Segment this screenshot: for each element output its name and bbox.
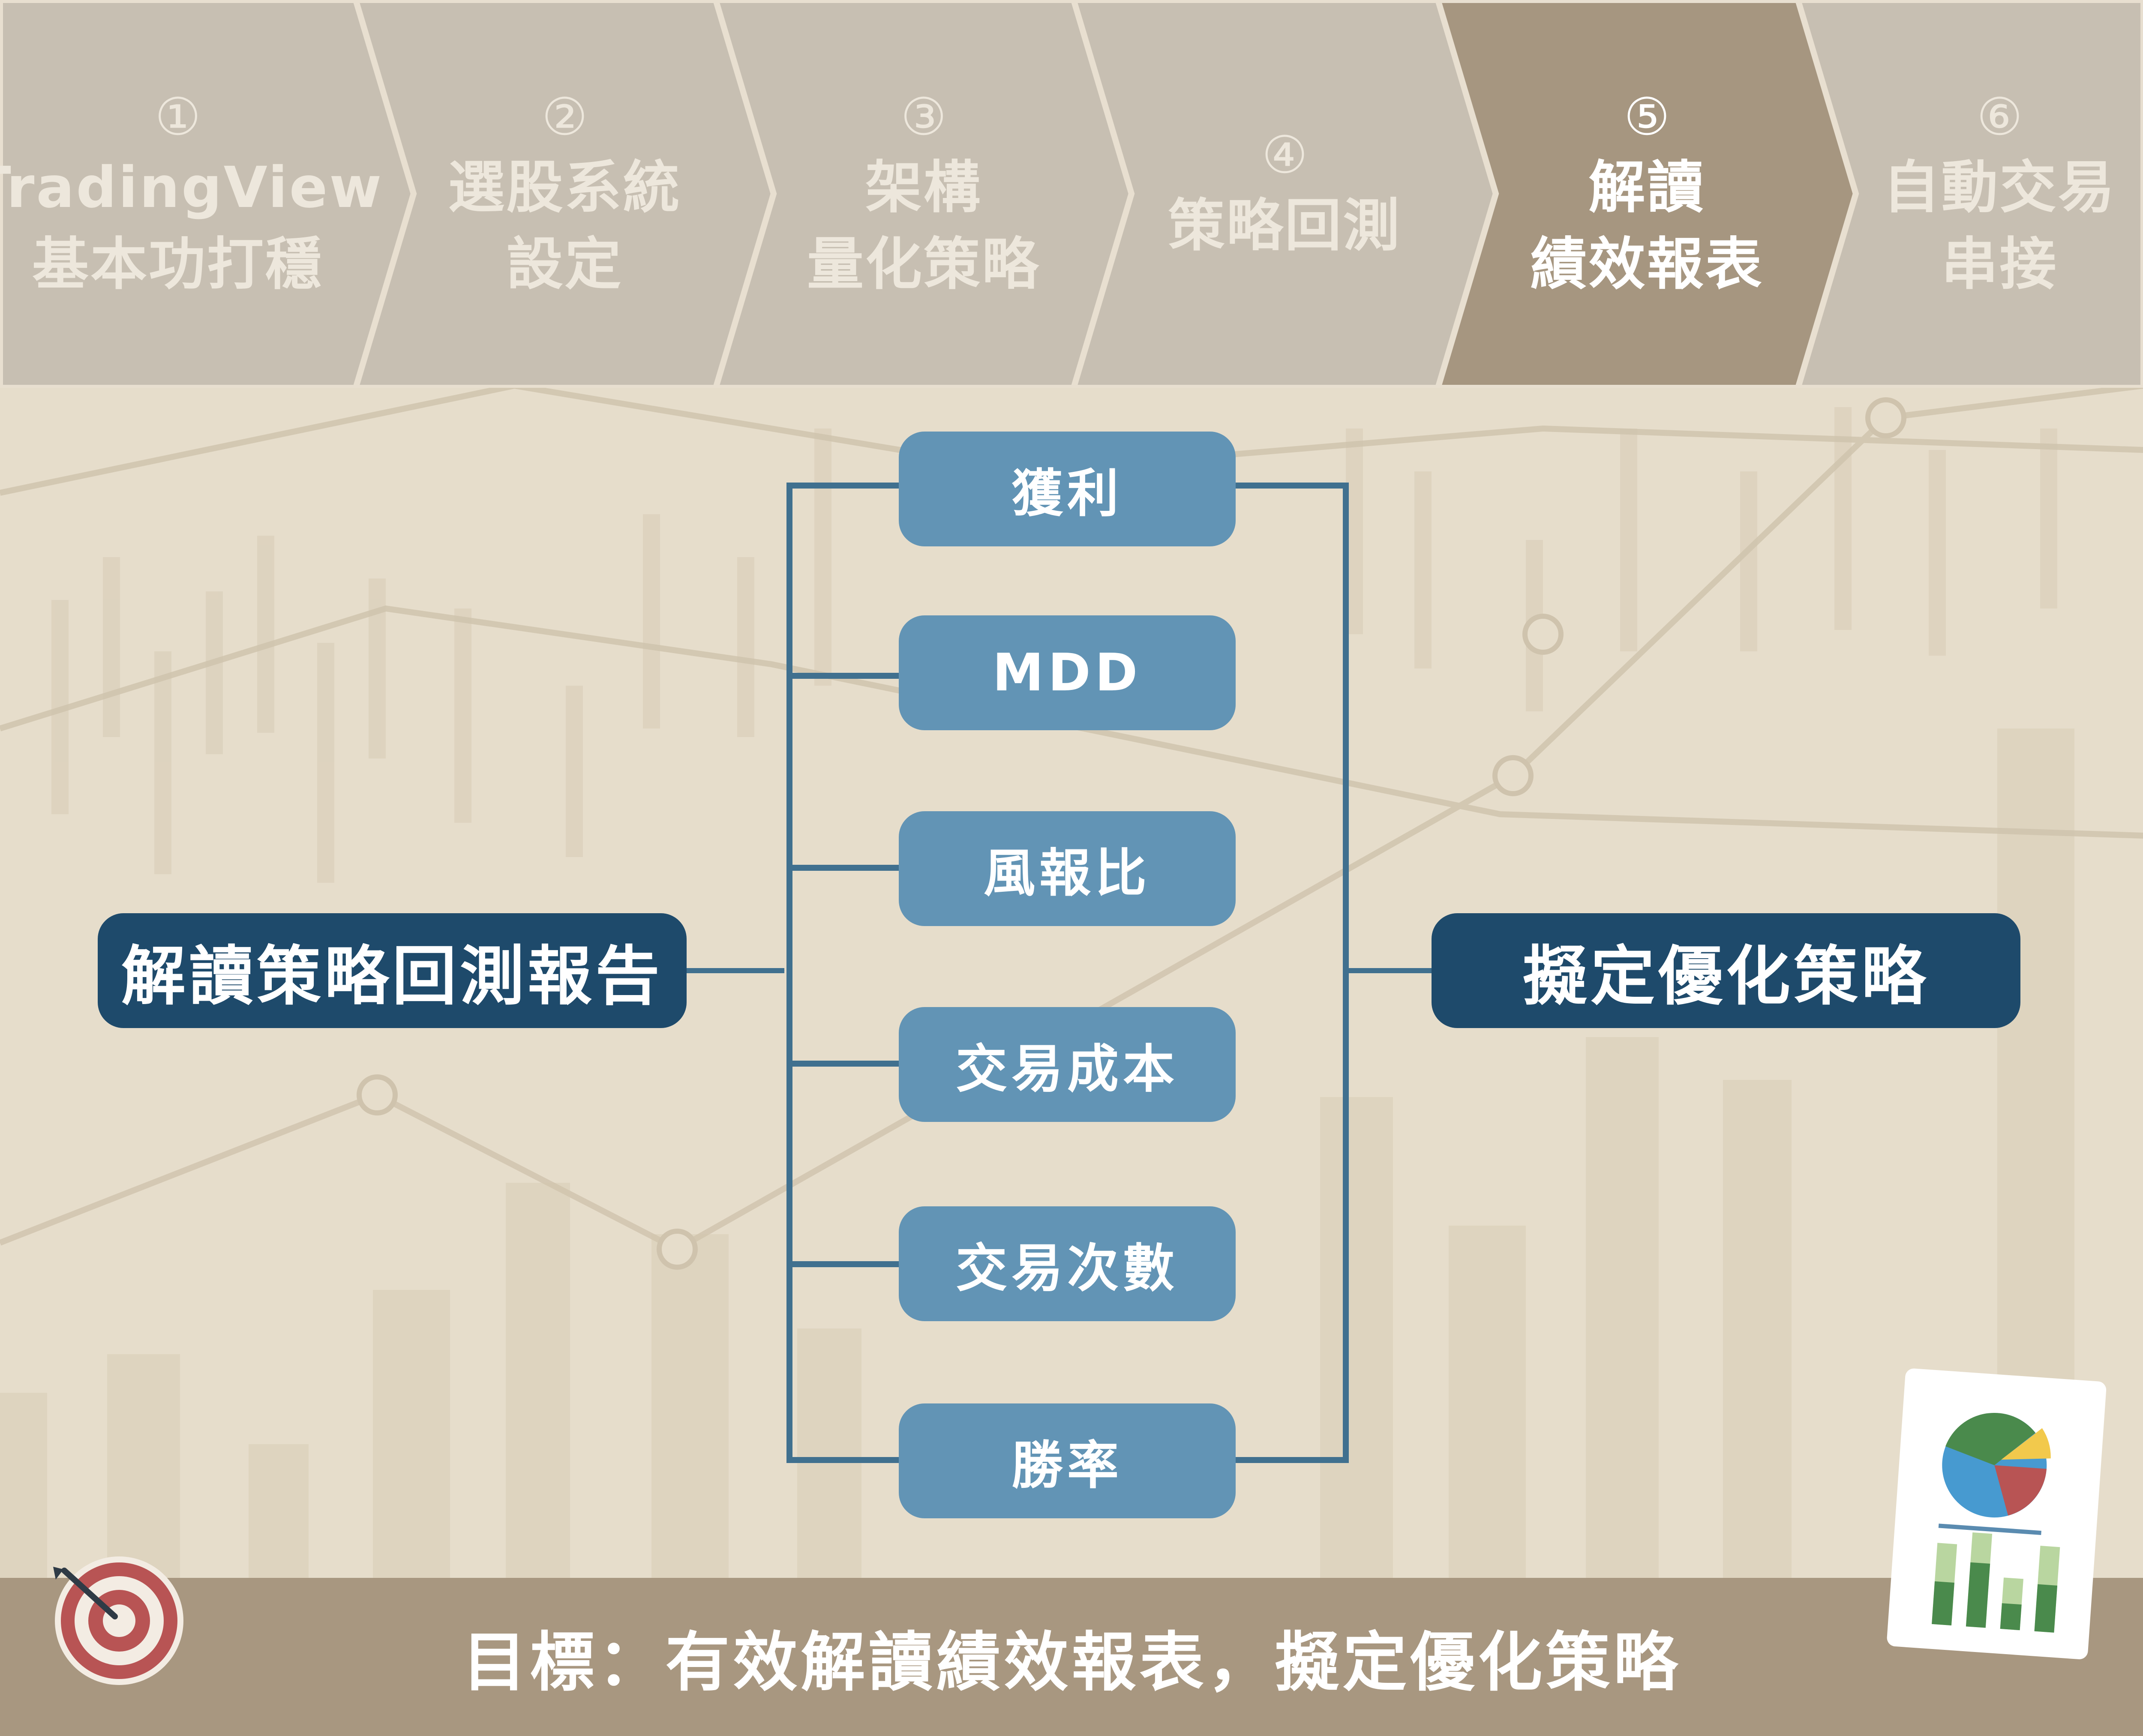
source-box: 解讀策略回測報告	[98, 913, 687, 1028]
metric-label: MDD	[992, 643, 1142, 703]
step-title: 自動交易 串接	[1883, 155, 2116, 297]
metric-box-trading-cost: 交易成本	[899, 1007, 1236, 1122]
metric-box-win-rate: 勝率	[899, 1403, 1236, 1518]
step-number: ⑤	[1624, 87, 1670, 147]
step-title: TradingView 基本功打穩	[0, 155, 384, 297]
goal-text: 目標：有效解讀績效報表，擬定優化策略	[462, 1625, 1681, 1700]
step-number: ④	[1261, 126, 1308, 186]
step-number: ③	[900, 87, 947, 147]
target-label: 擬定優化策略	[1522, 939, 1929, 1014]
metric-box-profit: 獲利	[899, 432, 1236, 546]
step-progress-bar	[0, 0, 2143, 388]
step-title: 策略回測	[1168, 193, 1402, 259]
step-chevron	[712, 0, 1135, 388]
metric-label: 獲利	[1011, 464, 1123, 524]
step-number: ②	[541, 87, 588, 147]
target-dartboard-icon	[53, 1556, 183, 1685]
metric-label: 勝率	[1011, 1436, 1123, 1496]
metric-label: 風報比	[984, 844, 1151, 903]
step-item-3: ③ 架構 量化策略	[774, 0, 1074, 388]
metric-label: 交易次數	[956, 1239, 1179, 1298]
step-number: ⑥	[1976, 87, 2023, 147]
metric-box-risk-reward: 風報比	[899, 811, 1236, 926]
goal-bar	[0, 1578, 2143, 1736]
step-item-5: ⑤ 解讀 績效報表	[1496, 0, 1798, 388]
step-item-4: ④ 策略回測	[1132, 0, 1438, 388]
metric-box-trade-count: 交易次數	[899, 1206, 1236, 1321]
step-item-2: ② 選股系統 設定	[414, 0, 716, 388]
step-title: 選股系統 設定	[448, 155, 681, 297]
metric-label: 交易成本	[956, 1040, 1179, 1099]
step-title: 架構 量化策略	[807, 155, 1040, 297]
source-label: 解讀策略回測報告	[121, 939, 663, 1014]
metric-box-mdd: MDD	[899, 615, 1236, 730]
step-chevron	[1795, 0, 2143, 388]
report-chart-icon	[1887, 1368, 2107, 1659]
step-chevron	[1070, 0, 1499, 388]
step-item-6: ⑥ 自動交易 串接	[1856, 0, 2143, 388]
step-chevron	[352, 0, 777, 388]
target-box: 擬定優化策略	[1432, 913, 2020, 1028]
step-chevron	[1435, 0, 1859, 388]
step-number: ①	[155, 87, 201, 147]
step-item-1: ① TradingView 基本功打穩	[0, 0, 381, 388]
step-title: 解讀 績效報表	[1530, 155, 1764, 297]
